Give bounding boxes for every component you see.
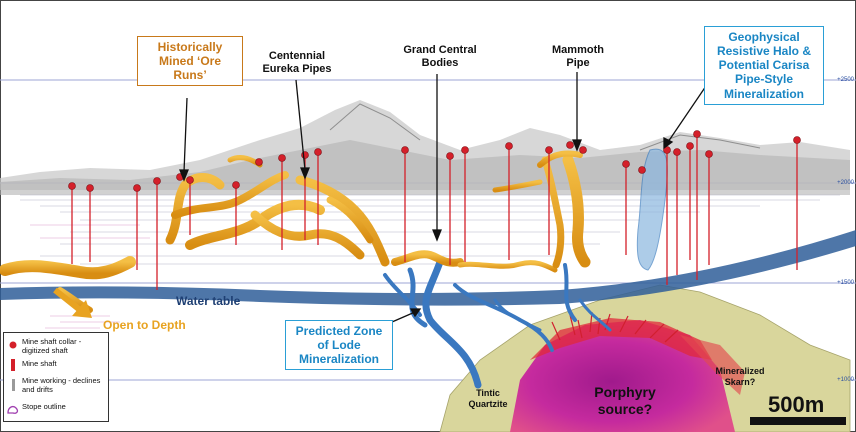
tintic-quartzite-label: Tintic Quartzite [468, 388, 508, 409]
skarn-red-halo [680, 335, 745, 395]
callout-mammoth: Mammoth Pipe [552, 44, 604, 69]
ore-runs [0, 150, 591, 313]
elevation-label: +2500 [837, 77, 854, 83]
scale-bar-label: 500m [768, 392, 825, 417]
scale-bar [750, 417, 846, 425]
purple-outline-icon [7, 406, 19, 414]
open-to-depth-label: Open to Depth [103, 318, 186, 332]
red-bar-icon [11, 359, 15, 371]
porphyry-red-halo [530, 318, 712, 360]
legend: Mine shaft collar - digitized shaft Mine… [3, 332, 109, 422]
porphyry-source-label: Porphyry source? [594, 384, 656, 417]
elevation-label: +1500 [837, 280, 854, 286]
water-table [0, 230, 856, 306]
callout-grand-central: Grand Central Bodies [403, 44, 477, 69]
callout-geophysical: Geophysical Resistive Halo & Potential C… [704, 26, 824, 105]
open-to-depth-arrow [53, 287, 92, 318]
red-dot-icon [9, 341, 17, 349]
mineralized-skarn-label: Mineralized Skarn? [715, 366, 765, 387]
grey-bar-icon [12, 379, 15, 391]
elevation-label: +2000 [837, 180, 854, 186]
water-table-label: Water table [176, 294, 241, 308]
shaft-collars [68, 130, 801, 192]
callout-predicted-zone: Predicted Zone of Lode Mineralization [285, 320, 393, 371]
porphyry-veinlets [551, 311, 679, 343]
elevation-label: +1000 [837, 377, 854, 383]
callout-historically-mined: Historically Mined ‘Ore Runs’ [137, 36, 243, 87]
callout-leaders [179, 72, 707, 323]
callout-centennial-eureka: Centennial Eureka Pipes [262, 50, 332, 75]
